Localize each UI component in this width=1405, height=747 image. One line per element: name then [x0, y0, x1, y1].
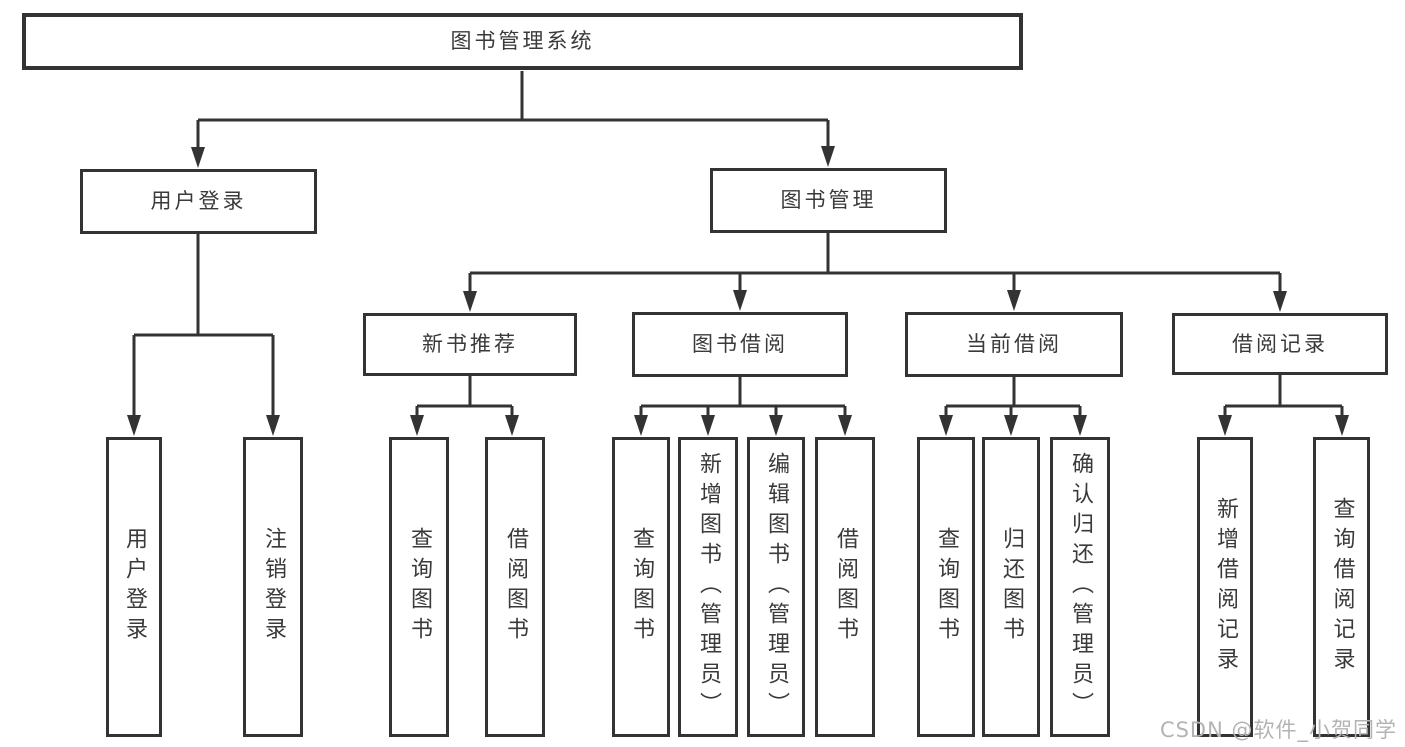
leaf-query-books-1-label: 查询图书 — [407, 527, 432, 647]
csdn-watermark: CSDN @软件_小贺同学 — [1159, 718, 1397, 742]
leaf-add-borrow-record: 新增借阅记录 — [1197, 437, 1253, 737]
leaf-query-borrow-record-label: 查询借阅记录 — [1329, 497, 1355, 677]
leaf-query-books-2-label: 查询图书 — [629, 527, 654, 647]
node-library-management-system-label: 图书管理系统 — [450, 29, 595, 53]
leaf-borrow-books-1: 借阅图书 — [485, 437, 545, 737]
node-borrow-records: 借阅记录 — [1172, 313, 1388, 375]
leaf-add-borrow-record-label: 新增借阅记录 — [1213, 497, 1238, 677]
leaf-user-login: 用户登录 — [106, 437, 162, 737]
node-library-management-system: 图书管理系统 — [22, 13, 1023, 70]
node-current-borrow-label: 当前借阅 — [966, 332, 1062, 356]
leaf-query-borrow-record: 查询借阅记录 — [1313, 437, 1370, 737]
node-book-borrow: 图书借阅 — [632, 312, 848, 377]
leaf-borrow-books-2: 借阅图书 — [815, 437, 875, 737]
node-book-management: 图书管理 — [710, 168, 947, 233]
leaf-edit-book-admin: 编辑图书（管理员） — [747, 437, 805, 737]
leaf-return-book-label: 归还图书 — [999, 527, 1024, 647]
node-user-login: 用户登录 — [80, 169, 317, 234]
leaf-borrow-books-1-label: 借阅图书 — [503, 527, 528, 647]
leaf-edit-book-admin-label: 编辑图书（管理员） — [764, 452, 789, 722]
leaf-query-books-1: 查询图书 — [389, 437, 449, 737]
leaf-query-books-3: 查询图书 — [917, 437, 975, 737]
leaf-logout: 注销登录 — [243, 437, 303, 737]
leaf-user-login-label: 用户登录 — [122, 527, 147, 647]
leaf-query-books-2: 查询图书 — [612, 437, 670, 737]
node-new-book-recommend-label: 新书推荐 — [422, 332, 518, 356]
node-book-management-label: 图书管理 — [780, 188, 877, 212]
node-current-borrow: 当前借阅 — [905, 312, 1123, 377]
node-book-borrow-label: 图书借阅 — [692, 332, 788, 356]
node-borrow-records-label: 借阅记录 — [1232, 331, 1328, 356]
leaf-logout-label: 注销登录 — [261, 527, 286, 647]
leaf-query-books-3-label: 查询图书 — [934, 527, 959, 647]
node-new-book-recommend: 新书推荐 — [363, 313, 577, 376]
node-user-login-label: 用户登录 — [150, 189, 247, 213]
leaf-add-book-admin: 新增图书（管理员） — [678, 437, 738, 737]
leaf-add-book-admin-label: 新增图书（管理员） — [696, 452, 721, 722]
leaf-borrow-books-2-label: 借阅图书 — [833, 527, 858, 647]
leaf-confirm-return-admin-label: 确认归还（管理员） — [1068, 452, 1093, 722]
leaf-confirm-return-admin: 确认归还（管理员） — [1050, 437, 1110, 737]
leaf-return-book: 归还图书 — [982, 437, 1040, 737]
